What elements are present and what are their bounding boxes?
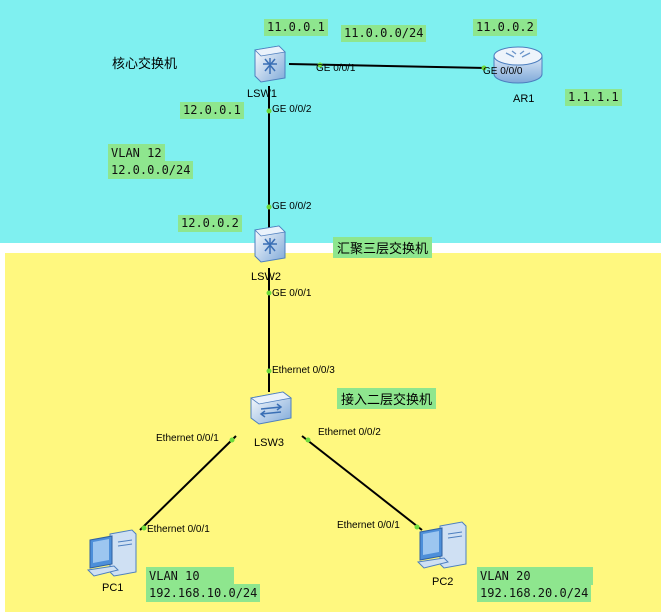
- port-dot-lsw3-eth002: [305, 437, 311, 443]
- lsw1-ip-label: 11.0.0.1: [264, 19, 328, 36]
- pc2-computer-icon[interactable]: [416, 520, 472, 574]
- port-dot-ar1-ge000: [481, 65, 487, 71]
- lsw3-label: LSW3: [254, 437, 284, 449]
- pc2-label: PC2: [432, 576, 454, 588]
- ar1-port-ge000-label: GE 0/0/0: [483, 66, 523, 77]
- lsw2-ip-label: 12.0.0.2: [178, 215, 242, 232]
- lsw3-port-eth003-label: Ethernet 0/0/3: [272, 365, 335, 376]
- port-dot-lsw3-eth003: [266, 368, 272, 374]
- lsw1-port-ge002-label: GE 0/0/2: [272, 104, 312, 115]
- port-dot-lsw1-ge002: [266, 108, 272, 114]
- ar1-ip-label: 11.0.0.2: [473, 19, 537, 36]
- port-dot-pc2-eth001: [414, 524, 420, 530]
- port-dot-lsw1-ge001: [317, 62, 323, 68]
- port-dot-lsw3-eth001: [229, 437, 235, 443]
- lsw3-port-eth001-label: Ethernet 0/0/1: [156, 433, 219, 444]
- aggregation-switch-zone-label: 汇聚三层交换机: [333, 237, 433, 258]
- link-lsw3-pc2: [301, 435, 423, 531]
- ar1-loopback-label: 1.1.1.1: [565, 89, 622, 106]
- lsw1-port-ge001-label: GE 0/0/1: [316, 63, 356, 74]
- lsw2-label: LSW2: [251, 271, 281, 283]
- vlan10-network-label: 192.168.10.0/24: [146, 584, 261, 602]
- lsw2-aggregation-switch-icon[interactable]: [249, 224, 289, 264]
- pc2-port-eth001-label: Ethernet 0/0/1: [337, 520, 400, 531]
- access-switch-zone-label: 接入二层交换机: [337, 388, 437, 409]
- port-dot-pc1-eth001: [141, 525, 147, 531]
- lsw1-vlan12-ip-label: 12.0.0.1: [180, 102, 244, 119]
- vlan10-name-label: VLAN 10: [146, 567, 234, 585]
- core-zone-background: [0, 0, 661, 243]
- ar1-router-icon[interactable]: [490, 42, 546, 86]
- lsw1-ar1-network-label: 11.0.0.0/24: [341, 25, 427, 42]
- vlan20-name-label: VLAN 20: [477, 567, 593, 585]
- port-dot-lsw2-ge002: [266, 204, 272, 210]
- ar1-label: AR1: [513, 93, 535, 105]
- lsw3-port-eth002-label: Ethernet 0/0/2: [318, 427, 381, 438]
- vlan12-name-label: VLAN 12: [108, 144, 165, 162]
- vlan20-network-label: 192.168.20.0/24: [477, 584, 592, 602]
- link-lsw3-pc1: [139, 435, 237, 531]
- core-switch-zone-label: 核心交换机: [112, 57, 178, 72]
- vlan12-network-label: 12.0.0.0/24: [108, 161, 194, 179]
- lsw3-access-switch-icon[interactable]: [247, 390, 293, 426]
- pc1-port-eth001-label: Ethernet 0/0/1: [147, 524, 210, 535]
- port-dot-lsw2-ge001: [266, 290, 272, 296]
- lsw2-port-ge002-label: GE 0/0/2: [272, 201, 312, 212]
- lsw2-port-ge001-label: GE 0/0/1: [272, 288, 312, 299]
- pc1-computer-icon[interactable]: [86, 528, 142, 582]
- lsw1-label: LSW1: [247, 88, 277, 100]
- lsw1-core-switch-icon[interactable]: [249, 44, 289, 84]
- pc1-label: PC1: [102, 582, 124, 594]
